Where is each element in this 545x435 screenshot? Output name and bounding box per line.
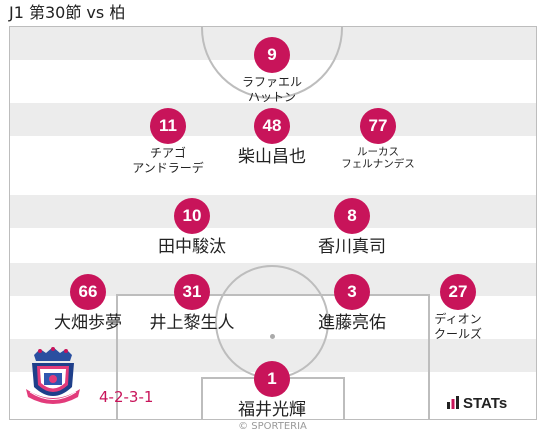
stats-logo: STATs <box>447 395 507 412</box>
player-number: 27 <box>440 274 476 310</box>
page-title: J1 第30節 vs 柏 <box>9 3 126 22</box>
player-number: 10 <box>174 198 210 234</box>
player-9[interactable]: 9 ラファエルハットン <box>207 37 337 105</box>
player-number: 3 <box>334 274 370 310</box>
player-name: 井上黎生人 <box>149 313 235 333</box>
player-number: 77 <box>360 108 396 144</box>
penalty-box <box>116 294 430 419</box>
player-name: 大畑歩夢 <box>54 313 122 333</box>
player-number: 66 <box>70 274 106 310</box>
penalty-spot <box>270 334 275 339</box>
player-name: 田中駿汰 <box>158 237 226 257</box>
player-name: チアゴアンドラーデ <box>132 146 204 175</box>
player-48[interactable]: 48 柴山昌也 <box>207 108 337 168</box>
player-name: 福井光輝 <box>238 400 306 420</box>
player-number: 8 <box>334 198 370 234</box>
player-number: 1 <box>254 361 290 397</box>
player-11[interactable]: 11 チアゴアンドラーデ <box>103 108 233 176</box>
player-number: 11 <box>150 108 186 144</box>
player-name: ラファエルハットン <box>241 75 302 104</box>
player-27[interactable]: 27 ディオンクールズ <box>393 274 523 342</box>
player-name: ルーカスフェルナンデス <box>341 146 415 170</box>
player-number: 9 <box>254 37 290 73</box>
player-name: 柴山昌也 <box>238 147 306 167</box>
bar-chart-icon <box>447 396 459 409</box>
player-3[interactable]: 3 進藤亮佑 <box>287 274 417 334</box>
player-66[interactable]: 66 大畑歩夢 <box>23 274 153 334</box>
copyright: © SPORTERIA <box>238 421 307 432</box>
player-number: 31 <box>174 274 210 310</box>
player-name: ディオンクールズ <box>433 312 482 341</box>
player-1[interactable]: 1 福井光輝 <box>207 361 337 421</box>
player-31[interactable]: 31 井上黎生人 <box>127 274 257 334</box>
player-name: 進藤亮佑 <box>318 313 386 333</box>
player-10[interactable]: 10 田中駿汰 <box>127 198 257 258</box>
player-77[interactable]: 77 ルーカスフェルナンデス <box>313 108 443 170</box>
formation-label: 4-2-3-1 <box>99 388 154 406</box>
player-number: 48 <box>254 108 290 144</box>
stats-label: STATs <box>463 395 508 412</box>
cerezo-osaka-crest-icon <box>26 347 80 404</box>
pitch-stripe <box>10 195 536 228</box>
player-name: 香川真司 <box>318 237 386 257</box>
player-8[interactable]: 8 香川真司 <box>287 198 417 258</box>
